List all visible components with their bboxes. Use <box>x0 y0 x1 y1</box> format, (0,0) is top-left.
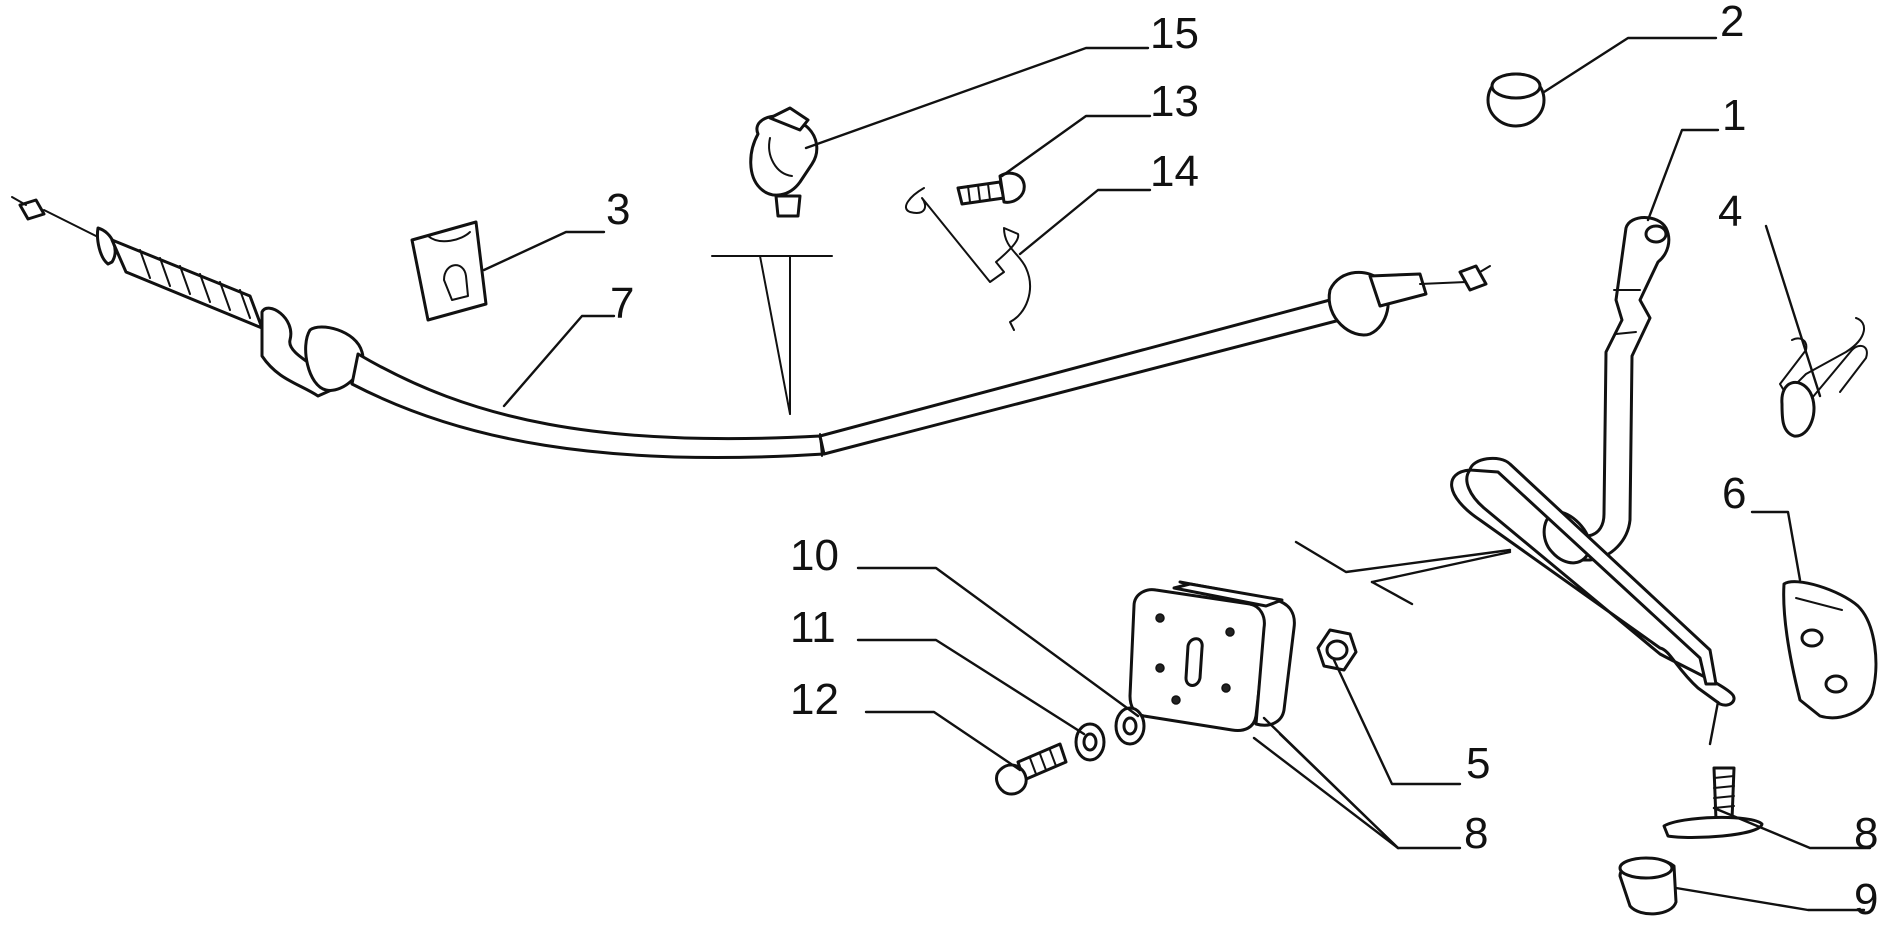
leader-lines <box>482 36 1872 912</box>
callout-15: 15 <box>1150 9 1199 58</box>
callout-5: 5 <box>1466 739 1490 788</box>
part-2-grommet <box>1486 72 1546 128</box>
callout-3: 3 <box>606 185 630 234</box>
callout-8-block: 8 <box>1464 809 1488 858</box>
callout-2: 2 <box>1720 0 1744 46</box>
callout-12: 12 <box>790 675 839 724</box>
callout-11: 11 <box>790 603 836 652</box>
part-11-washer <box>1074 722 1106 762</box>
callout-8-bolt: 8 <box>1854 809 1878 858</box>
part-8-rubber-block <box>1128 580 1296 732</box>
part-14-spring-clip <box>905 187 1031 331</box>
callout-9: 9 <box>1854 875 1878 924</box>
part-10-washer <box>1114 706 1146 746</box>
callout-1: 1 <box>1722 91 1746 140</box>
part-5-nut <box>1316 628 1358 672</box>
part-13-bolt <box>956 171 1026 206</box>
part-6-pedal-pad <box>1782 580 1878 720</box>
callout-7: 7 <box>610 279 634 328</box>
part-3-cable-clip <box>410 220 488 322</box>
part-9-bushing <box>1618 856 1678 916</box>
part-15-cable-clamp <box>749 106 819 218</box>
part-7-clutch-cable <box>11 196 1491 460</box>
callout-6: 6 <box>1722 469 1746 518</box>
callout-13: 13 <box>1150 77 1199 126</box>
part-12-bolt <box>995 742 1068 796</box>
part-1-pedal-lever <box>1450 216 1736 707</box>
part-4-retaining-clip <box>1779 317 1868 438</box>
part-8-pivot-bolt <box>1662 766 1764 839</box>
callout-labels: 15 13 14 3 7 2 1 4 6 10 11 12 5 8 8 9 <box>606 0 1878 924</box>
callout-4: 4 <box>1718 187 1742 236</box>
callout-14: 14 <box>1150 147 1199 196</box>
callout-10: 10 <box>790 531 839 580</box>
